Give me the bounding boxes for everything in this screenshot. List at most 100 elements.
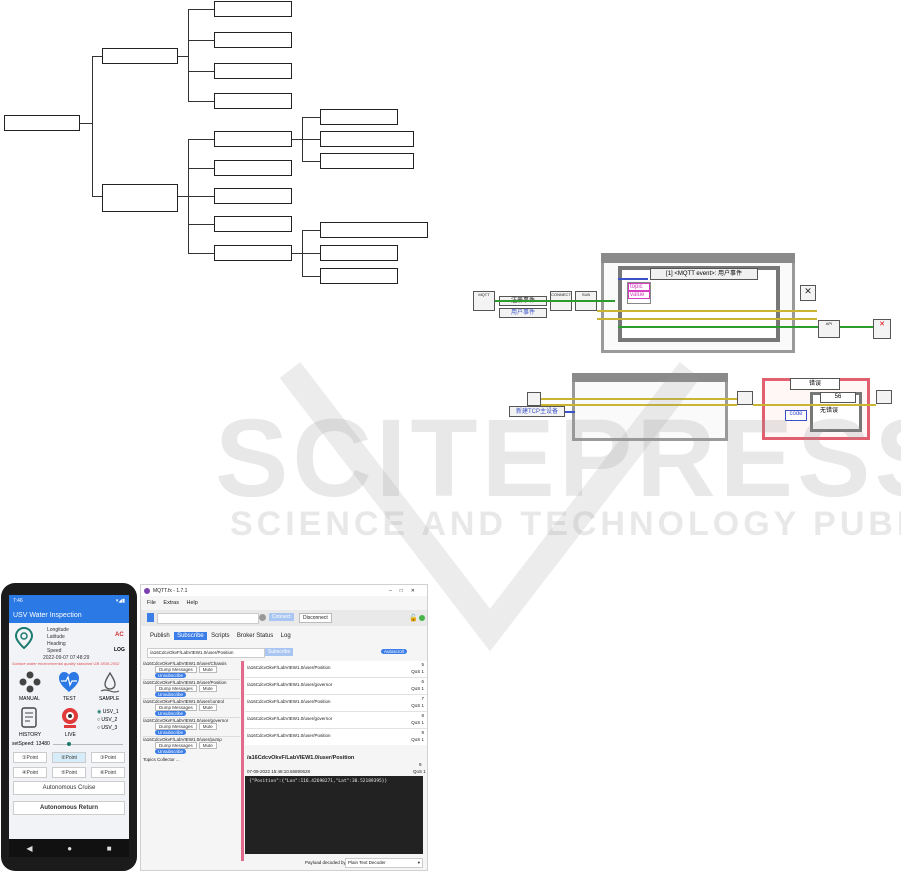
menu-help[interactable]: Help <box>186 600 198 606</box>
usv-radio-3-label: USV_3 <box>101 725 118 731</box>
mute-button[interactable]: Mute <box>198 723 217 730</box>
message-qos: QoS 1 <box>411 669 424 674</box>
unsubscribe-button[interactable]: Unsubscribe <box>155 730 187 735</box>
tab-log[interactable]: Log <box>280 633 291 639</box>
point-button-3[interactable]: ③Point <box>91 752 125 763</box>
phone-nav-bar: ◀ ● ■ <box>9 839 129 857</box>
message-row[interactable]: /a16CdcvOkvF/LabVIEW1.0/user/governor 6 … <box>245 678 427 695</box>
dump-messages-button[interactable]: Dump Messages <box>155 704 197 711</box>
wire <box>840 326 873 328</box>
field-speed: Speed <box>47 648 62 654</box>
tree-connector <box>178 56 188 57</box>
tab-subscribe[interactable]: Subscribe <box>174 632 207 640</box>
unsubscribe-button[interactable]: Unsubscribe <box>155 749 187 754</box>
wire <box>597 310 817 312</box>
standard-label: Surface water environmental quality stan… <box>12 661 120 666</box>
subscription-item[interactable]: /a16CdcvOkvF/LabVIEW1.0/user/control Dum… <box>143 699 240 718</box>
autoscroll-toggle[interactable]: Autoscroll <box>381 649 407 654</box>
autonomous-cruise-button[interactable]: Autonomous Cruise <box>13 781 125 795</box>
point-button-2[interactable]: ②Point <box>52 752 86 763</box>
window-controls[interactable]: –□✕ <box>389 587 423 594</box>
message-row[interactable]: /a16CdcvOkvF/LabVIEW1.0/user/Position 5 … <box>245 661 427 678</box>
settings-icon[interactable] <box>259 614 266 621</box>
tree-leaf <box>214 188 292 204</box>
tab-broker-status[interactable]: Broker Status <box>236 633 274 639</box>
tab-publish[interactable]: Publish <box>150 633 170 639</box>
sub-node-label: SUB <box>581 292 591 297</box>
subscription-item[interactable]: /a16CdcvOkvF/LabVIEW1.0/user/Chassis Dum… <box>143 661 240 680</box>
message-row[interactable]: /a16CdcvOkvF/LabVIEW1.0/user/Position 9 … <box>245 729 427 745</box>
mqtt-node-label: MQTT <box>478 292 490 297</box>
phone-status-bar: 7:46 ▾◢▮ <box>9 595 129 607</box>
camera-live-icon <box>62 708 78 728</box>
subscription-item[interactable]: /a16CdcvOkvF/LabVIEW1.0/user/pump Dump M… <box>143 737 240 755</box>
subscription-item[interactable]: /a16CdcvOkvF/LabVIEW1.0/user/Position Du… <box>143 680 240 699</box>
unsubscribe-button[interactable]: Unsubscribe <box>155 711 187 716</box>
menu-extras[interactable]: Extras <box>163 600 179 606</box>
connect-button[interactable]: Connect <box>269 613 294 621</box>
mode-sample-label[interactable]: SAMPLE <box>99 696 120 702</box>
point-button-5[interactable]: ⑤Point <box>52 767 86 778</box>
watermark-subtitle: SCIENCE AND TECHNOLOGY PUBLICATIONS <box>230 505 901 543</box>
point-button-1[interactable]: ①Point <box>13 752 47 763</box>
wire <box>541 398 737 400</box>
mode-live-label[interactable]: LIVE <box>65 732 76 738</box>
dump-messages-button[interactable]: Dump Messages <box>155 666 197 673</box>
topic-input[interactable]: /a16CdcvOkvF/LabVIEW1.0/user/Position <box>147 648 265 658</box>
usv-radio-1-label: USV_1 <box>102 709 119 715</box>
speed-slider[interactable] <box>53 744 123 745</box>
gps-fields: Longitude Latitude Heading Speed <box>47 627 69 655</box>
decoder-select-label: Plain Text Decoder <box>348 860 386 865</box>
tree-leaf <box>214 32 292 48</box>
menu-file[interactable]: File <box>147 600 156 606</box>
speed-slider-thumb[interactable] <box>67 742 71 746</box>
decoder-select[interactable]: Plain Text Decoder ▾ <box>345 858 423 868</box>
mode-test-label[interactable]: TEST <box>63 696 76 702</box>
field-longitude: Longitude <box>47 627 69 633</box>
detail-topic: /a16CdcvOkvF/LabVIEW1.0/user/Position <box>247 755 355 761</box>
file-icon[interactable] <box>147 613 154 622</box>
point-button-4[interactable]: ④Point <box>13 767 47 778</box>
tree-subleaf <box>320 268 398 284</box>
tree-leaf <box>214 160 292 176</box>
autonomous-return-button[interactable]: Autonomous Return <box>13 801 125 815</box>
mode-manual-label[interactable]: MANUAL <box>19 696 40 702</box>
dump-messages-button[interactable]: Dump Messages <box>155 742 197 749</box>
list-scrollbar[interactable] <box>241 661 244 861</box>
datetime-label: 2022-09-07 07:48:29 <box>43 655 90 661</box>
profile-select[interactable] <box>157 613 259 624</box>
tree-connector <box>302 276 320 277</box>
mute-button[interactable]: Mute <box>198 742 217 749</box>
tab-scripts[interactable]: Scripts <box>211 633 230 639</box>
subscribe-button[interactable]: Subscribe <box>265 648 294 656</box>
mute-button[interactable]: Mute <box>198 704 217 711</box>
log-button[interactable]: LOG <box>114 647 125 653</box>
usv-radio-2[interactable]: ○ USV_2 <box>97 717 118 723</box>
disconnect-button[interactable]: Disconnect <box>299 613 332 623</box>
tree-branch-bottom <box>102 184 178 212</box>
pulse-icon <box>59 672 79 692</box>
usv-radio-1[interactable]: ◉ USV_1 <box>97 709 119 715</box>
home-icon[interactable]: ● <box>67 843 73 853</box>
unsubscribe-button[interactable]: Unsubscribe <box>155 692 187 697</box>
dump-messages-button[interactable]: Dump Messages <box>155 723 197 730</box>
subscription-topic: /a16CdcvOkvF/LabVIEW1.0/user/pump <box>143 737 222 742</box>
message-qos: QoS 1 <box>411 703 424 708</box>
message-row[interactable]: /a16CdcvOkvF/LabVIEW1.0/user/governor 8 … <box>245 712 427 729</box>
chevron-down-icon: ▾ <box>417 860 420 865</box>
mode-history-label[interactable]: HISTORY <box>19 732 42 738</box>
message-topic: /a16CdcvOkvF/LabVIEW1.0/user/Position <box>247 733 331 738</box>
subscription-item[interactable]: /a16CdcvOkvF/LabVIEW1.0/user/governor Du… <box>143 718 240 737</box>
usv-radio-3[interactable]: ○ USV_3 <box>97 725 118 731</box>
no-error-label: 无错误 <box>820 405 838 414</box>
recents-icon[interactable]: ■ <box>106 843 112 853</box>
back-icon[interactable]: ◀ <box>26 843 33 853</box>
unsubscribe-button[interactable]: Unsubscribe <box>155 673 187 678</box>
message-row[interactable]: /a16CdcvOkvF/LabVIEW1.0/user/Position 7 … <box>245 695 427 712</box>
topics-collector-label[interactable]: Topics Collector ... <box>143 757 180 762</box>
close-node: ✕ <box>800 285 816 301</box>
mute-button[interactable]: Mute <box>198 685 217 692</box>
dump-messages-button[interactable]: Dump Messages <box>155 685 197 692</box>
point-button-6[interactable]: ⑥Point <box>91 767 125 778</box>
mute-button[interactable]: Mute <box>198 666 217 673</box>
